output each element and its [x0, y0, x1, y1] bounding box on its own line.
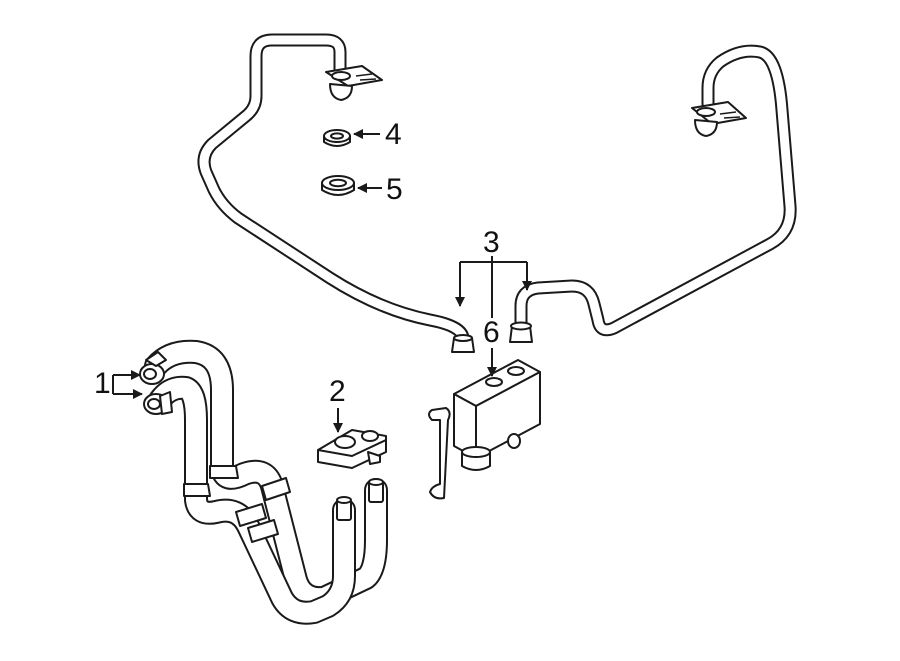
callout-6: 6: [483, 316, 500, 349]
callout-1: 1: [94, 367, 111, 400]
callout-4: 4: [385, 118, 402, 151]
hose-assembly-part-1: [139, 339, 388, 625]
right-cooler-line: [509, 44, 797, 343]
callout-2: 2: [329, 375, 346, 408]
large-grommet-part-5: [321, 175, 355, 196]
small-grommet-part-4: [323, 129, 351, 147]
adapter-block-part-6: [428, 359, 541, 500]
line-clip-part-2: [317, 429, 387, 469]
callout-5: 5: [386, 173, 403, 206]
leader-lines: [112, 129, 532, 433]
callout-3: 3: [483, 226, 500, 259]
left-cooler-line: [197, 33, 475, 353]
